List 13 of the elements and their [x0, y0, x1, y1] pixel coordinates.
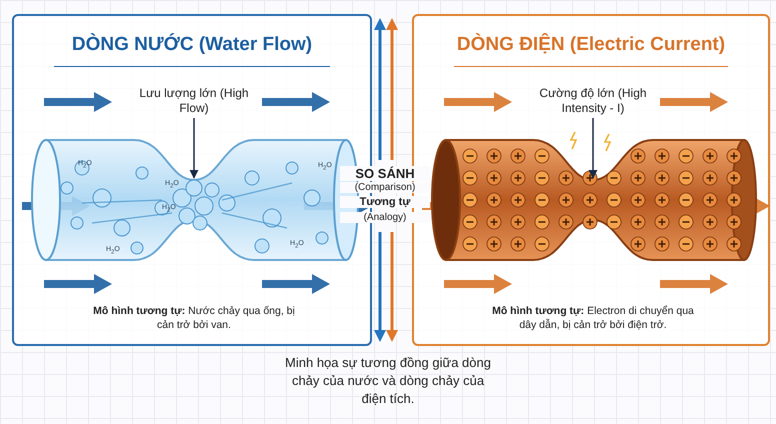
- comparison-label: SO SÁNH: [340, 166, 430, 181]
- comparison-label: (Comparison): [340, 182, 430, 193]
- leader-arrow: [588, 118, 598, 179]
- leader-arrow: [190, 118, 198, 179]
- caption: Minh họa sự tương đồng giữa dòng chảy của nước và dòng chảy của điện tích.: [284, 354, 492, 408]
- panel-title: DÒNG NƯỚC (Water Flow): [70, 34, 314, 56]
- callout-label: Lưu lượng lớn (High Flow): [136, 86, 252, 116]
- panel-title: DÒNG ĐIỆN (Electric Current): [456, 34, 726, 56]
- comparison-label: (Analogy): [340, 212, 430, 223]
- description-text: Mô hình tương tự: Nước chảy qua ống, bị cản trở bởi van.: [92, 304, 296, 332]
- comparison-label: Tương tự: [340, 196, 430, 208]
- description-text: Mô hình tương tự: Electron di chuyển qua dây dẫn, bị cản trở bởi điện trở.: [491, 304, 695, 332]
- callout-label: Cường độ lớn (High Intensity - I): [521, 86, 665, 116]
